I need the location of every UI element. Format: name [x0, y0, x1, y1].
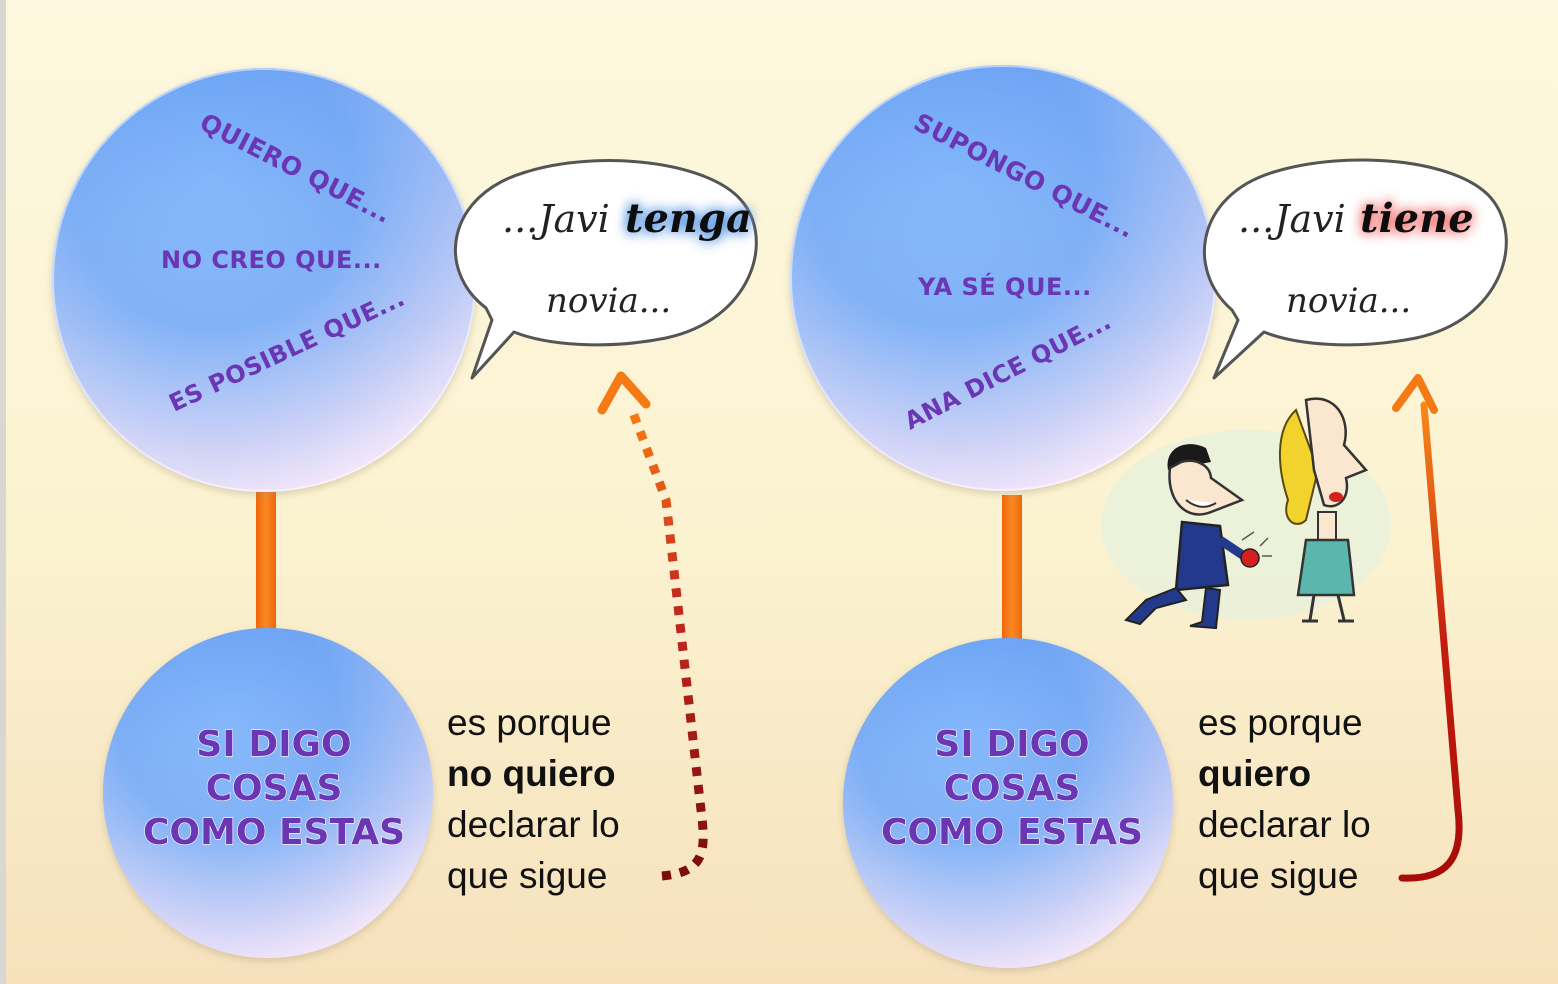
- left-top-circle: [52, 68, 476, 492]
- phrase-no-creo-que: NO CREO QUE...: [161, 246, 382, 274]
- left-connector-bar: [256, 482, 276, 652]
- bubble-verb-tenga: tenga: [625, 195, 752, 242]
- left-bottom-circle: [103, 628, 433, 958]
- bubble-verb-tiene: tiene: [1360, 195, 1474, 242]
- left-panel: QUIERO QUE... NO CREO QUE... ES POSIBLE …: [52, 68, 758, 958]
- bubble-suffix-left: novia...: [546, 281, 671, 321]
- left-bottom-line-3: COMO ESTAS: [143, 812, 405, 853]
- right-bottom-line-3: COMO ESTAS: [881, 812, 1143, 853]
- man-figure: [1124, 444, 1272, 630]
- bubble-suffix-right: novia...: [1286, 281, 1411, 321]
- right-bottom-line-1: SI DIGO: [934, 724, 1089, 765]
- right-explanation-line-3: declarar lo: [1198, 804, 1371, 845]
- left-bottom-line-1: SI DIGO: [196, 724, 351, 765]
- right-speech-bubble: [1202, 158, 1508, 380]
- woman-figure: [1278, 397, 1369, 623]
- right-bottom-line-2: COSAS: [944, 768, 1081, 809]
- right-connector-bar: [1002, 495, 1022, 665]
- marriage-proposal-cartoon-icon: [1101, 397, 1391, 630]
- right-panel: SUPONGO QUE... YA SÉ QUE... ANA DICE QUE…: [790, 65, 1508, 968]
- solid-arrow-icon: [1392, 374, 1463, 882]
- subjunctive-indicative-diagram: QUIERO QUE... NO CREO QUE... ES POSIBLE …: [52, 65, 1508, 968]
- left-explanation-line-1: es porque: [447, 702, 612, 743]
- bubble-prefix-right: ...Javi: [1238, 197, 1346, 241]
- phrase-ya-se-que: YA SÉ QUE...: [917, 272, 1092, 301]
- right-top-circle: [790, 65, 1216, 491]
- left-explanation-line-4: que sigue: [447, 855, 607, 896]
- right-bottom-circle: [843, 638, 1173, 968]
- bubble-prefix-left: ...Javi: [502, 197, 610, 241]
- left-explanation-line-3: declarar lo: [447, 804, 620, 845]
- right-explanation-line-4: que sigue: [1198, 855, 1358, 896]
- left-speech-bubble: [453, 159, 758, 380]
- dotted-arrow-icon: [597, 371, 708, 881]
- left-bottom-line-2: COSAS: [206, 768, 343, 809]
- right-explanation-line-2: quiero: [1198, 753, 1311, 794]
- left-explanation-line-2: no quiero: [447, 753, 616, 794]
- slide: QUIERO QUE... NO CREO QUE... ES POSIBLE …: [6, 0, 1558, 984]
- right-explanation-line-1: es porque: [1198, 702, 1363, 743]
